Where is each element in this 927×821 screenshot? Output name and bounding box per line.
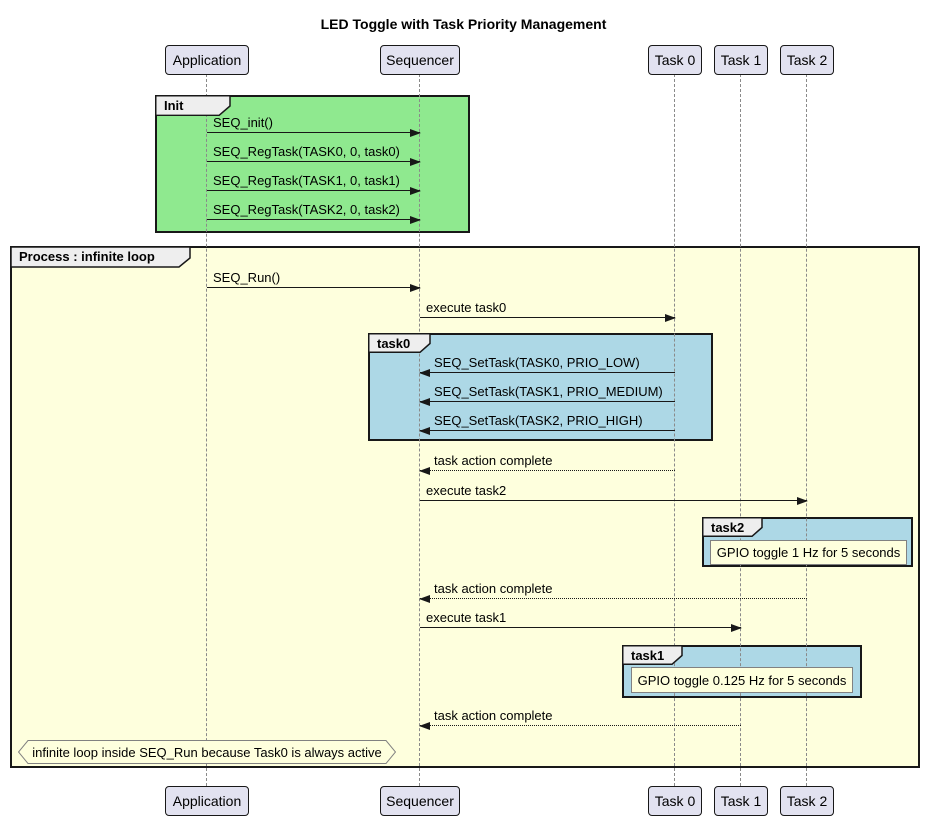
task0-frame-tab: task0: [368, 333, 431, 353]
diagram-title: LED Toggle with Task Priority Management: [0, 16, 927, 32]
message-label: SEQ_SetTask(TASK0, PRIO_LOW): [434, 355, 640, 370]
participant-task2-top: Task 2: [780, 45, 834, 75]
message-label: task action complete: [434, 708, 553, 723]
init-frame-tab: Init: [155, 95, 231, 116]
task1-note: GPIO toggle 0.125 Hz for 5 seconds: [631, 667, 853, 693]
message-label: task action complete: [434, 581, 553, 596]
loop-note-label: infinite loop inside SEQ_Run because Tas…: [18, 740, 396, 764]
participant-application-bottom: Application: [165, 786, 249, 816]
message-reg-task1: SEQ_RegTask(TASK1, 0, task1): [207, 173, 420, 191]
process-frame-tab: Process : infinite loop: [10, 246, 191, 268]
message-task-action-complete-2: task action complete: [420, 581, 807, 599]
task0-frame-label: task0: [377, 334, 410, 353]
participant-task1-bottom: Task 1: [714, 786, 768, 816]
message-label: execute task2: [426, 483, 506, 498]
message-label: execute task1: [426, 610, 506, 625]
loop-hexagon-note: infinite loop inside SEQ_Run because Tas…: [18, 740, 396, 764]
message-set-task2: SEQ_SetTask(TASK2, PRIO_HIGH): [420, 413, 675, 431]
task2-frame-label: task2: [711, 518, 744, 537]
message-execute-task2: execute task2: [420, 483, 807, 501]
message-reg-task0: SEQ_RegTask(TASK0, 0, task0): [207, 144, 420, 162]
participant-task1-top: Task 1: [714, 45, 768, 75]
participant-application-top: Application: [165, 45, 249, 75]
message-seq-init: SEQ_init(): [207, 115, 420, 133]
message-task-action-complete-1: task action complete: [420, 453, 675, 471]
participant-task0-bottom: Task 0: [648, 786, 702, 816]
init-frame-label: Init: [164, 96, 184, 115]
task1-frame-label: task1: [631, 646, 664, 665]
message-label: SEQ_RegTask(TASK2, 0, task2): [213, 202, 400, 217]
task2-frame-tab: task2: [702, 517, 763, 537]
message-label: SEQ_init(): [213, 115, 273, 130]
message-task-action-complete-3: task action complete: [420, 708, 741, 726]
message-set-task1: SEQ_SetTask(TASK1, PRIO_MEDIUM): [420, 384, 675, 402]
message-reg-task2: SEQ_RegTask(TASK2, 0, task2): [207, 202, 420, 220]
message-label: execute task0: [426, 300, 506, 315]
task1-frame-tab: task1: [622, 645, 683, 665]
message-execute-task0: execute task0: [420, 300, 675, 318]
message-seq-run: SEQ_Run(): [207, 270, 420, 288]
message-label: task action complete: [434, 453, 553, 468]
message-label: SEQ_SetTask(TASK1, PRIO_MEDIUM): [434, 384, 663, 399]
participant-sequencer-bottom: Sequencer: [380, 786, 460, 816]
message-label: SEQ_RegTask(TASK1, 0, task1): [213, 173, 400, 188]
task2-note: GPIO toggle 1 Hz for 5 seconds: [710, 540, 907, 565]
participant-task2-bottom: Task 2: [780, 786, 834, 816]
message-execute-task1: execute task1: [420, 610, 741, 628]
message-set-task0: SEQ_SetTask(TASK0, PRIO_LOW): [420, 355, 675, 373]
participant-task0-top: Task 0: [648, 45, 702, 75]
process-frame-label: Process : infinite loop: [19, 247, 155, 266]
message-label: SEQ_Run(): [213, 270, 280, 285]
participant-sequencer-top: Sequencer: [380, 45, 460, 75]
message-label: SEQ_RegTask(TASK0, 0, task0): [213, 144, 400, 159]
message-label: SEQ_SetTask(TASK2, PRIO_HIGH): [434, 413, 643, 428]
